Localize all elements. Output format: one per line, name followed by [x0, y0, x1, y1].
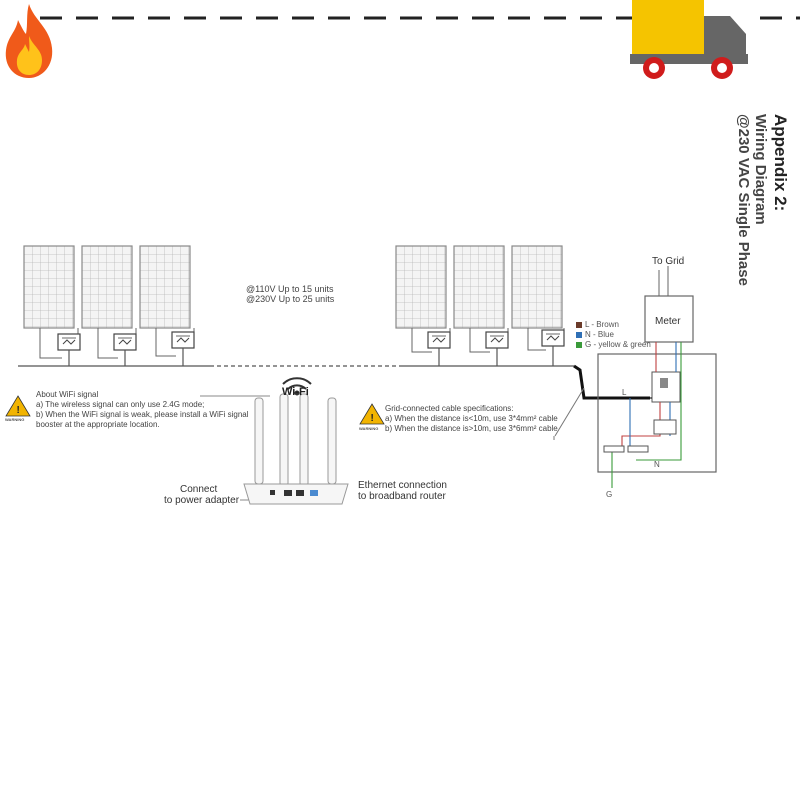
- line-l-label: L: [622, 388, 627, 397]
- svg-text:!: !: [371, 413, 374, 424]
- cable-warning-label: WARNING: [359, 426, 379, 431]
- neutral-terminal: [627, 445, 649, 453]
- legend-swatch-n: [576, 332, 582, 338]
- ethernet-label-2: to broadband router: [358, 491, 446, 502]
- warning-icon: !: [359, 403, 385, 425]
- ethernet-label-1: Ethernet connection: [358, 480, 447, 491]
- to-grid-label: To Grid: [652, 256, 685, 267]
- meter-box: [644, 295, 694, 343]
- power-adapter-label-2: to power adapter: [164, 495, 240, 506]
- solar-panel-left-1: [23, 245, 75, 329]
- capacity-110v: @110V Up to 15 units: [246, 284, 334, 294]
- power-adapter-label-1: Connect: [180, 484, 218, 495]
- capacity-230v: @230V Up to 25 units: [246, 294, 335, 304]
- ground-terminal: [603, 445, 625, 453]
- solar-panel-right-1: [395, 245, 447, 329]
- meter-label: Meter: [655, 316, 681, 327]
- wifi-warning-label: WARNING: [5, 417, 25, 422]
- cable-note-title: Grid-connected cable specifications:: [385, 404, 514, 413]
- microinverter-right-1: [427, 331, 451, 349]
- warning-icon: !: [5, 395, 31, 417]
- truck-icon: [630, 0, 748, 79]
- line-n-label: N: [654, 460, 660, 469]
- solar-panel-left-2: [81, 245, 133, 329]
- flame-icon: [5, 4, 53, 78]
- wifi-note-title: About WiFi signal: [36, 390, 99, 399]
- legend-n: N - Blue: [585, 330, 614, 339]
- wifi-icon: [282, 377, 312, 396]
- wifi-note-a: a) The wireless signal can only use 2.4G…: [36, 400, 205, 409]
- router-ports: [270, 490, 318, 496]
- solar-panel-right-3: [511, 245, 563, 329]
- cable-note-a: a) When the distance is<10m, use 3*4mm² …: [385, 414, 558, 423]
- svg-text:!: !: [17, 405, 20, 416]
- top-dashed-divider: [40, 16, 800, 20]
- legend-swatch-g: [576, 342, 582, 348]
- legend-swatch-l: [576, 322, 582, 328]
- microinverter-left-3: [171, 331, 195, 349]
- solar-panel-right-2: [453, 245, 505, 329]
- legend-g: G - yellow & green: [585, 340, 651, 349]
- microinverter-left-1: [57, 333, 81, 351]
- wifi-note-b: b) When the WiFi signal is weak, please …: [36, 410, 249, 419]
- wifi-note-c: booster at the appropriate location.: [36, 420, 160, 429]
- microinverter-right-2: [485, 331, 509, 349]
- line-g-label: G: [606, 490, 613, 499]
- solar-panel-left-3: [139, 245, 191, 329]
- microinverter-right-3: [541, 329, 565, 347]
- cable-note-pointer: [554, 387, 585, 437]
- wifi-label: Wi-Fi: [282, 386, 309, 398]
- wifi-router: [243, 393, 349, 505]
- legend-l: L - Brown: [585, 320, 619, 329]
- microinverter-left-2: [113, 333, 137, 351]
- cable-note-b: b) When the distance is>10m, use 3*6mm² …: [385, 424, 558, 433]
- distribution-box: [597, 353, 717, 473]
